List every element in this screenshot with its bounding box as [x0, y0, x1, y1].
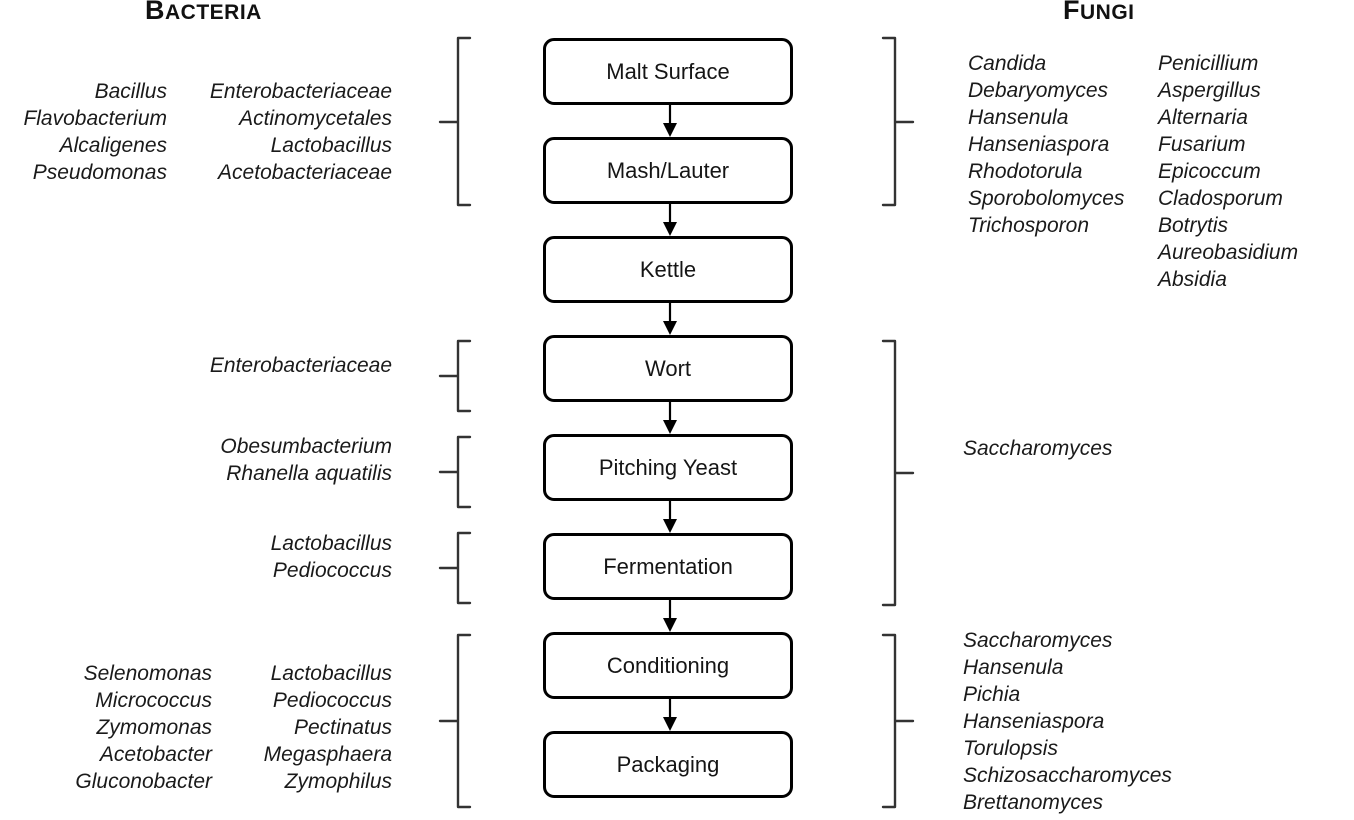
- organism-name: Micrococcus: [95, 689, 212, 712]
- fungi-heading-initial: F: [1063, 0, 1080, 25]
- process-step-label: Conditioning: [606, 652, 730, 678]
- organism-name: Pediococcus: [272, 689, 392, 712]
- organism-name: Pseudomonas: [32, 161, 167, 184]
- organism-name: Selenomonas: [83, 662, 212, 685]
- organism-name: Hansenula: [968, 106, 1069, 129]
- organism-name: Lactobacillus: [270, 532, 392, 555]
- bracket-left-pitching-yeast: [438, 435, 472, 509]
- fungi-heading-rest: UNGI: [1080, 1, 1135, 24]
- organism-name: Lactobacillus: [270, 134, 392, 157]
- organism-name: Candida: [968, 52, 1047, 75]
- organism-name: Brettanomyces: [963, 791, 1104, 814]
- bracket-right-conditioning-packaging: [881, 633, 915, 809]
- organism-name: Aureobasidium: [1158, 241, 1299, 264]
- process-step-box: Wort: [543, 335, 793, 402]
- organism-name: Enterobacteriaceae: [209, 354, 392, 377]
- process-step-box: Conditioning: [543, 632, 793, 699]
- organism-name: Aspergillus: [1158, 79, 1261, 102]
- organism-name: Trichosporon: [968, 214, 1089, 237]
- organism-name: Saccharomyces: [963, 437, 1113, 460]
- organism-name: Pichia: [963, 683, 1021, 706]
- organism-name: Gluconobacter: [75, 770, 212, 793]
- organism-name: Rhanella aquatilis: [226, 462, 392, 485]
- organism-name: Actinomycetales: [239, 107, 392, 130]
- organism-name: Hanseniaspora: [963, 710, 1105, 733]
- organism-name: Alcaligenes: [59, 134, 167, 157]
- organism-name: Schizosaccharomyces: [963, 764, 1172, 787]
- flow-arrow: [660, 600, 680, 632]
- organism-name: Acetobacteriaceae: [218, 161, 392, 184]
- process-step-label: Pitching Yeast: [598, 454, 738, 480]
- flow-arrow: [660, 303, 680, 335]
- process-step-box: Mash/Lauter: [543, 137, 793, 204]
- organism-name: Alternaria: [1158, 106, 1248, 129]
- bacteria-column-heading: BACTERIA: [145, 0, 262, 26]
- organism-name: Flavobacterium: [23, 107, 167, 130]
- organism-name: Zymophilus: [284, 770, 392, 793]
- organism-name: Obesumbacterium: [220, 435, 392, 458]
- organism-name: Enterobacteriaceae: [209, 80, 392, 103]
- organism-name: Hanseniaspora: [968, 133, 1110, 156]
- flow-arrow: [660, 699, 680, 731]
- fungi-list-wort-fermentation: Saccharomyces: [963, 435, 1112, 462]
- bacteria-heading-rest: ACTERIA: [165, 1, 262, 24]
- process-step-label: Kettle: [639, 256, 697, 282]
- organism-name: Botrytis: [1158, 214, 1229, 237]
- process-step-label: Malt Surface: [606, 58, 730, 84]
- organism-name: Cladosporum: [1158, 187, 1283, 210]
- organism-name: Acetobacter: [99, 743, 212, 766]
- organism-name: Absidia: [1158, 268, 1227, 291]
- bracket-left-malt-mash: [438, 36, 472, 207]
- organism-name: Fusarium: [1158, 133, 1246, 156]
- process-step-box: Fermentation: [543, 533, 793, 600]
- process-step-box: Pitching Yeast: [543, 434, 793, 501]
- organism-name: Bacillus: [94, 80, 167, 103]
- organism-name: Penicillium: [1158, 52, 1259, 75]
- flow-arrow: [660, 204, 680, 236]
- organism-name: Torulopsis: [963, 737, 1058, 760]
- flow-arrow: [660, 105, 680, 137]
- bracket-left-wort: [438, 339, 472, 413]
- organism-name: Epicoccum: [1158, 160, 1261, 183]
- organism-name: Pectinatus: [293, 716, 392, 739]
- process-step-label: Packaging: [616, 751, 720, 777]
- organism-name: Rhodotorula: [968, 160, 1083, 183]
- bacteria-heading-initial: B: [145, 0, 165, 25]
- fungi-column-heading: FUNGI: [1063, 0, 1135, 26]
- bacteria-list-wort: Enterobacteriaceae: [140, 352, 392, 379]
- process-step-label: Mash/Lauter: [606, 157, 730, 183]
- process-step-box: Malt Surface: [543, 38, 793, 105]
- bracket-left-conditioning-packaging: [438, 633, 472, 809]
- organism-name: Saccharomyces: [963, 629, 1113, 652]
- process-step-label: Fermentation: [603, 553, 733, 579]
- organism-name: Lactobacillus: [270, 662, 392, 685]
- organism-name: Megasphaera: [263, 743, 392, 766]
- organism-name: Sporobolomyces: [968, 187, 1125, 210]
- bracket-right-wort-fermentation: [881, 339, 915, 607]
- flow-arrow: [660, 501, 680, 533]
- bracket-right-malt-mash: [881, 36, 915, 207]
- process-step-label: Wort: [644, 355, 692, 381]
- organism-name: Debaryomyces: [968, 79, 1109, 102]
- organism-name: Zymomonas: [96, 716, 212, 739]
- process-step-box: Packaging: [543, 731, 793, 798]
- organism-name: Hansenula: [963, 656, 1064, 679]
- organism-name: Pediococcus: [272, 559, 392, 582]
- process-step-box: Kettle: [543, 236, 793, 303]
- bracket-left-fermentation: [438, 531, 472, 605]
- flow-arrow: [660, 402, 680, 434]
